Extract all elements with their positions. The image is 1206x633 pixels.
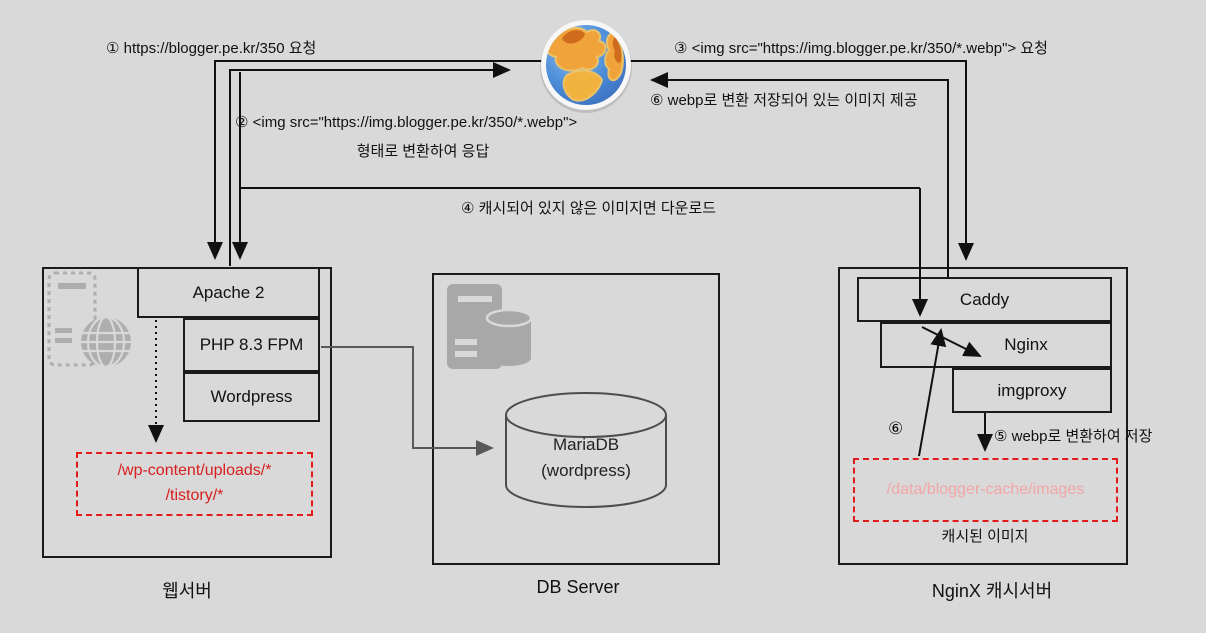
arrow-2-response: [229, 62, 511, 266]
wordpress-box: Wordpress: [183, 372, 320, 422]
flow-1-label: ① https://blogger.pe.kr/350 요청: [106, 40, 317, 57]
cache-path-text: /data/blogger-cache/images: [886, 480, 1085, 498]
flow-2-label-line1: ② <img src="https://img.blogger.pe.kr/35…: [235, 114, 578, 131]
uploads-path-line2: /tistory/*: [165, 487, 224, 504]
imgproxy-label: imgproxy: [997, 380, 1067, 400]
php-box: PHP 8.3 FPM: [183, 318, 320, 372]
imgproxy-box: imgproxy: [952, 368, 1112, 413]
flow-4-label: ④ 캐시되어 있지 않은 이미지면 다운로드: [461, 200, 717, 217]
db-server-caption: DB Server: [536, 577, 620, 597]
uploads-path-box: /wp-content/uploads/* /tistory/*: [76, 452, 313, 516]
mariadb-label-line1: MariaDB: [552, 435, 620, 454]
nginx-box: Nginx: [880, 322, 1112, 368]
nginx-label: Nginx: [1004, 335, 1048, 354]
flow-2-label: ② <img src="https://img.blogger.pe.kr/35…: [235, 113, 611, 161]
cached-image-note: 캐시된 이미지: [941, 528, 1029, 545]
mariadb-label-line2: (wordpress): [541, 460, 631, 480]
flow-6-internal-label: ⑥: [888, 419, 904, 438]
flow-6-provide-label: ⑥ webp로 변환 저장되어 있는 이미지 제공: [650, 92, 918, 109]
flow-2-label-line2: 형태로 변환하여 응답: [356, 143, 490, 160]
php-label: PHP 8.3 FPM: [199, 335, 304, 354]
apache-box: Apache 2: [137, 267, 320, 318]
caddy-label: Caddy: [959, 289, 1010, 309]
mariadb-label: MariaDB (wordpress): [506, 432, 666, 483]
flow-5-label: ⑤ webp로 변환하여 저장: [994, 428, 1153, 445]
caddy-box: Caddy: [857, 277, 1112, 322]
wordpress-label: Wordpress: [210, 387, 293, 406]
db-server-outer-box: [432, 273, 720, 565]
apache-label: Apache 2: [192, 282, 265, 302]
web-server-caption: 웹서버: [162, 581, 212, 601]
cache-server-caption: NginX 캐시서버: [931, 581, 1053, 601]
uploads-path-line1: /wp-content/uploads/*: [117, 462, 272, 480]
browser-globe-icon: [540, 20, 632, 113]
cache-path-box: /data/blogger-cache/images: [853, 458, 1118, 522]
flow-3-label: ③ <img src="https://img.blogger.pe.kr/35…: [674, 40, 1048, 57]
